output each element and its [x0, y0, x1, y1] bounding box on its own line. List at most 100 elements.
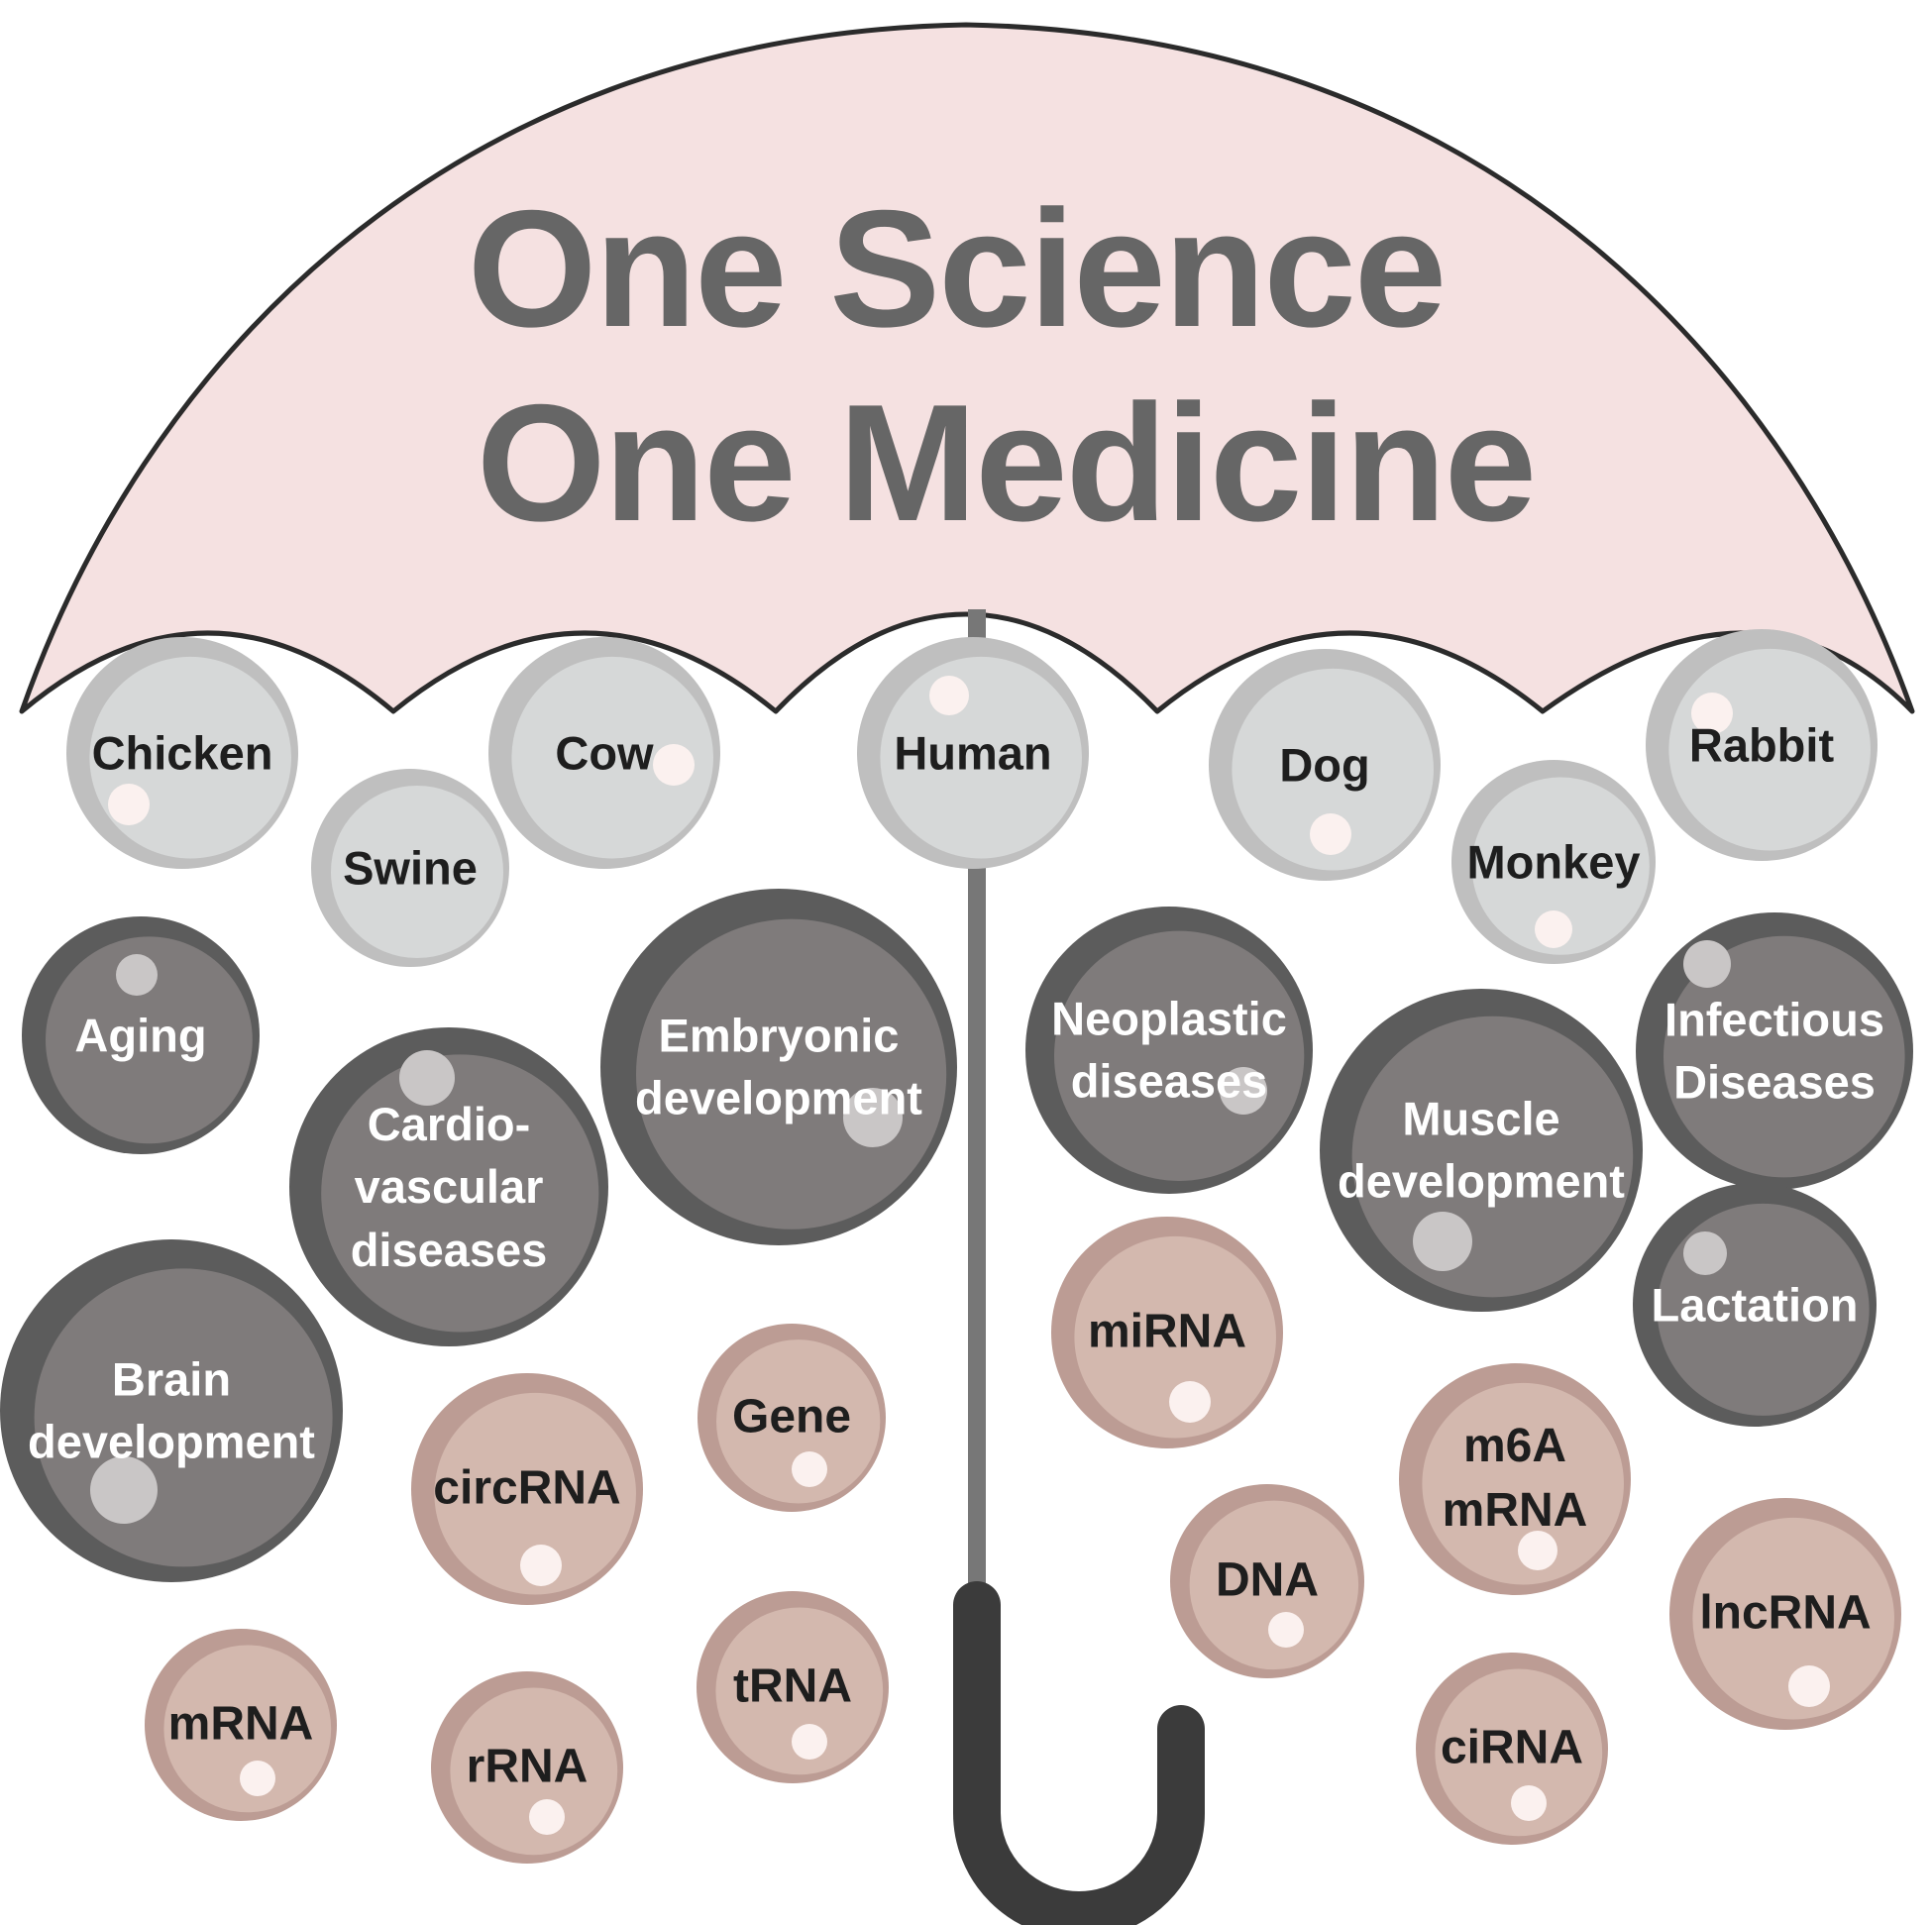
- label-line: diseases: [1070, 1055, 1268, 1108]
- bubble-inner-circle: [715, 1607, 884, 1775]
- molecule-bubble-rrna: [431, 1671, 623, 1864]
- molecule-bubble-trna: [697, 1591, 889, 1783]
- label-line: Neoplastic: [1051, 992, 1287, 1045]
- bubble-highlight: [1268, 1612, 1304, 1648]
- molecule-bubble-mirna: [1051, 1217, 1283, 1448]
- bubble-highlight: [843, 1088, 903, 1147]
- label-line: DNA: [1216, 1553, 1319, 1607]
- animal-bubble-chicken: [66, 637, 298, 869]
- disease-bubble-lactation: [1633, 1183, 1877, 1427]
- molecule-label-dna: DNA: [1216, 1550, 1319, 1614]
- molecule-label-lncrna: lncRNA: [1699, 1582, 1871, 1647]
- bubble-inner-circle: [331, 786, 503, 958]
- animal-label-cow: Cow: [555, 721, 653, 784]
- animal-bubble-dog: [1209, 649, 1441, 881]
- bubble-inner-circle: [511, 656, 713, 859]
- title-line-2: One Medicine: [476, 370, 1537, 556]
- label-line: Brain: [111, 1352, 232, 1406]
- label-line: Gene: [731, 1390, 852, 1444]
- bubble-inner-circle: [163, 1645, 332, 1813]
- animal-label-chicken: Chicken: [92, 721, 273, 784]
- molecule-bubble-lncrna: [1669, 1498, 1901, 1730]
- bubble-highlight: [1683, 1231, 1727, 1275]
- bubble-inner-circle: [1054, 930, 1305, 1181]
- bubble-highlight: [1691, 693, 1733, 734]
- bubble-highlight: [108, 784, 150, 825]
- animal-label-swine: Swine: [343, 836, 478, 899]
- label-line: Infectious: [1664, 993, 1884, 1046]
- bubble-inner-circle: [434, 1392, 636, 1595]
- disease-bubble-brain: [0, 1239, 343, 1582]
- molecule-bubble-mrna: [145, 1629, 337, 1821]
- label-line: Chicken: [91, 726, 273, 780]
- bubble-highlight: [399, 1050, 455, 1106]
- label-line: Cow: [555, 726, 654, 780]
- label-line: mRNA: [1442, 1484, 1588, 1537]
- label-line: Dog: [1279, 738, 1370, 792]
- disease-bubble-muscle: [1320, 989, 1643, 1312]
- animal-bubble-swine: [311, 769, 509, 967]
- disease-bubble-aging: [22, 916, 260, 1154]
- bubble-highlight: [1310, 813, 1351, 855]
- bubble-inner-circle: [45, 936, 253, 1144]
- label-line: Lactation: [1651, 1278, 1859, 1332]
- disease-label-neoplastic: Neoplastic diseases: [1051, 988, 1287, 1114]
- label-line: mRNA: [167, 1697, 314, 1751]
- bubble-highlight: [653, 744, 695, 786]
- disease-label-brain: Brain development: [28, 1348, 315, 1474]
- molecule-bubble-circrna: [411, 1373, 643, 1605]
- bubble-highlight: [520, 1545, 562, 1586]
- animal-label-dog: Dog: [1279, 733, 1369, 796]
- molecule-label-mirna: miRNA: [1088, 1301, 1246, 1365]
- bubble-inner-circle: [1435, 1668, 1603, 1837]
- label-line: miRNA: [1087, 1305, 1247, 1358]
- label-line: tRNA: [733, 1659, 852, 1713]
- bubble-highlight: [1788, 1665, 1830, 1707]
- bubble-highlight: [1220, 1067, 1267, 1115]
- bubble-inner-circle: [716, 1339, 881, 1504]
- bubble-highlight: [90, 1456, 158, 1524]
- animal-bubble-human: [857, 637, 1089, 869]
- title-line-1: One Science: [467, 175, 1448, 362]
- bubble-inner-circle: [321, 1054, 599, 1333]
- disease-bubble-embryonic: [600, 889, 957, 1245]
- label-line: vascular: [354, 1160, 544, 1214]
- bubble-inner-circle: [1664, 935, 1905, 1178]
- molecule-label-mrna: mRNA: [168, 1693, 314, 1758]
- bubble-inner-circle: [1422, 1382, 1624, 1585]
- animal-bubble-rabbit: [1646, 629, 1878, 861]
- molecule-label-trna: tRNA: [733, 1656, 852, 1720]
- bubble-highlight: [929, 676, 969, 715]
- bubble-highlight: [116, 954, 158, 996]
- label-line: Aging: [74, 1009, 207, 1062]
- bubble-inner-circle: [1471, 777, 1650, 955]
- umbrella-canopy: [19, 22, 1915, 714]
- bubble-inner-circle: [636, 918, 947, 1230]
- molecule-bubble-dna: [1170, 1484, 1364, 1678]
- label-line: development: [1338, 1155, 1625, 1208]
- bubble-highlight: [1511, 1785, 1547, 1821]
- bubble-highlight: [792, 1724, 827, 1760]
- molecule-bubble-m6a: [1399, 1363, 1631, 1595]
- label-line: Swine: [343, 841, 478, 895]
- molecule-label-cirna: ciRNA: [1441, 1717, 1583, 1781]
- label-line: m6A: [1462, 1420, 1567, 1473]
- bubble-inner-circle: [450, 1687, 618, 1856]
- bubble-highlight: [1518, 1531, 1557, 1570]
- molecule-label-m6a: m6A mRNA: [1443, 1415, 1588, 1544]
- label-line: Monkey: [1466, 835, 1641, 889]
- bubble-inner-circle: [1692, 1517, 1894, 1720]
- bubble-highlight: [1169, 1381, 1211, 1423]
- label-line: Embryonic: [658, 1009, 900, 1062]
- molecule-bubble-cirna: [1416, 1653, 1608, 1845]
- bubble-highlight: [792, 1451, 827, 1487]
- label-line: development: [28, 1416, 315, 1468]
- molecule-bubble-gene: [698, 1324, 886, 1512]
- animal-bubble-cow: [488, 637, 720, 869]
- bubble-inner-circle: [1232, 668, 1434, 871]
- disease-bubble-neoplastic: [1025, 907, 1313, 1194]
- disease-label-lactation: Lactation: [1652, 1273, 1859, 1336]
- molecule-label-rrna: rRNA: [467, 1736, 589, 1800]
